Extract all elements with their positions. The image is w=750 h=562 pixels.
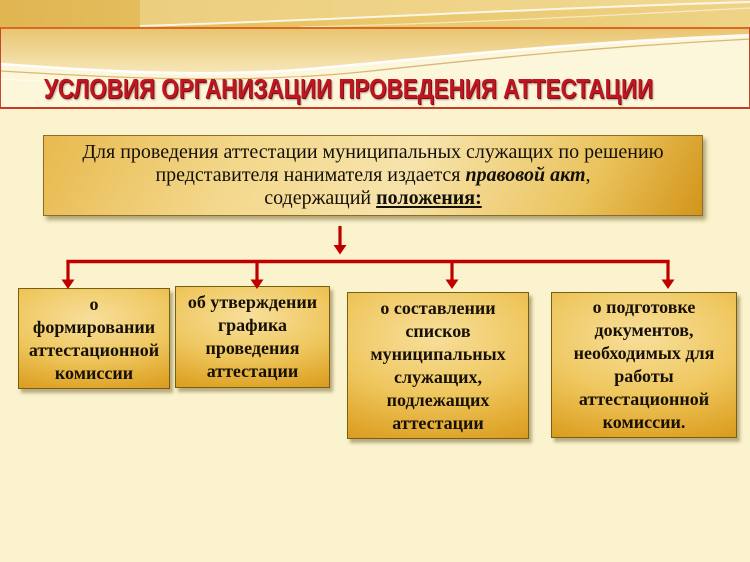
header-strip bbox=[0, 0, 750, 27]
title-banner: УСЛОВИЯ ОРГАНИЗАЦИИ ПРОВЕДЕНИЯ АТТЕСТАЦИ… bbox=[0, 27, 750, 109]
banner-swoosh-decoration bbox=[1, 29, 749, 85]
branch-box-documents-preparation: о подготовке документов, необходимых для… bbox=[551, 292, 737, 438]
arrow-down-icon bbox=[445, 279, 459, 289]
slide-title: УСЛОВИЯ ОРГАНИЗАЦИИ ПРОВЕДЕНИЯ АТТЕСТАЦИ… bbox=[44, 73, 654, 104]
intro-line-2: представителя нанимателя издается правов… bbox=[44, 164, 702, 187]
intro-legal-act-emphasis: правовой акт bbox=[465, 164, 586, 186]
intro-line-1-text: Для проведения аттестации муниципальных … bbox=[82, 141, 664, 163]
header-strip-swoosh-decoration bbox=[139, 0, 750, 27]
arrow-down-icon bbox=[661, 279, 675, 289]
branch-box-commission-formation: о формировании аттестационной комиссии bbox=[18, 288, 170, 389]
branch-label: о составлении списков муниципальных служ… bbox=[370, 297, 506, 433]
intro-provisions-underlined: положения: bbox=[376, 187, 482, 209]
branch-box-employee-lists: о составлении списков муниципальных служ… bbox=[347, 292, 529, 439]
branch-label: об утверждении графика проведения аттест… bbox=[187, 292, 318, 381]
branch-box-schedule-approval: об утверждении графика проведения аттест… bbox=[175, 286, 330, 388]
intro-line-2-comma: , bbox=[585, 164, 591, 186]
intro-line-1: Для проведения аттестации муниципальных … bbox=[44, 141, 702, 164]
branch-label: о формировании аттестационной комиссии bbox=[28, 293, 160, 383]
intro-box: Для проведения аттестации муниципальных … bbox=[43, 135, 703, 216]
intro-line-3-text: содержащий bbox=[264, 187, 377, 209]
intro-line-2-text: представителя нанимателя издается bbox=[155, 164, 466, 186]
branch-label: о подготовке документов, необходимых для… bbox=[573, 297, 715, 432]
intro-line-3: содержащий положения: bbox=[44, 187, 702, 210]
arrow-down-icon bbox=[333, 245, 347, 255]
